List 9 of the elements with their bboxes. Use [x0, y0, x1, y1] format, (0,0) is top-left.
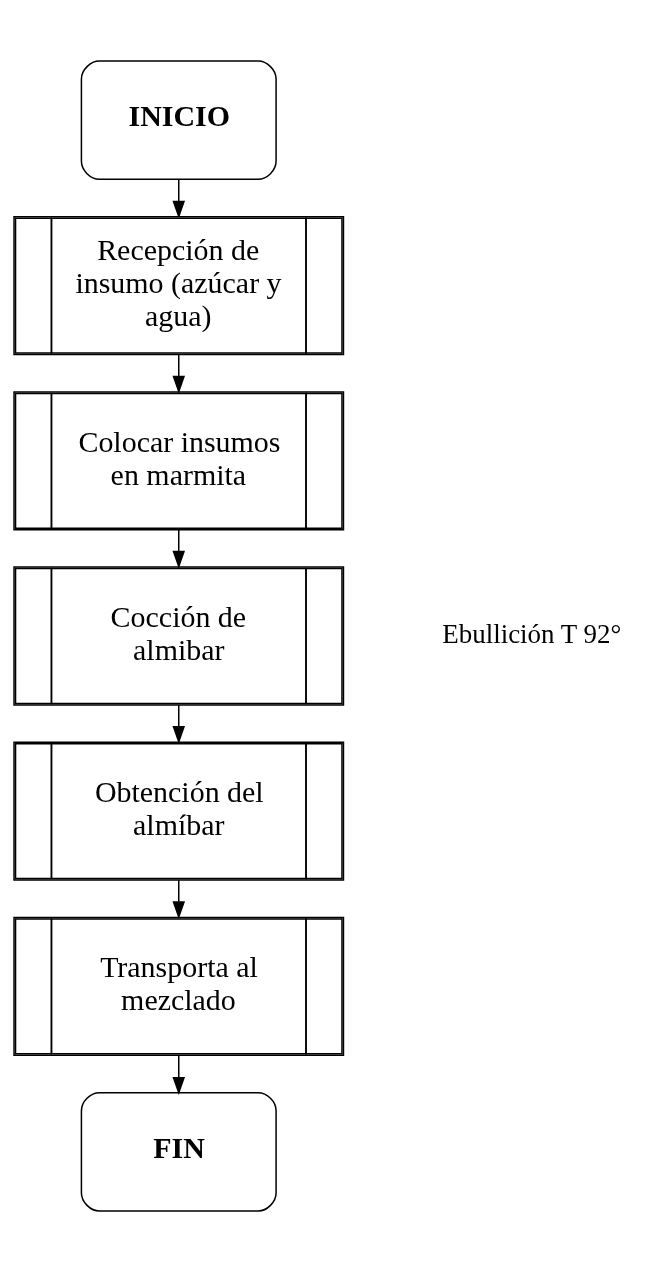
node-box: FIN [80, 1091, 277, 1212]
arrow [172, 879, 186, 919]
arrow [172, 703, 186, 744]
node-box: INICIO [80, 59, 277, 180]
arrow [172, 353, 186, 394]
node-label: Ebullición T 92° [442, 618, 622, 649]
arrow [172, 1054, 186, 1095]
arrow [172, 178, 186, 219]
arrow [172, 528, 186, 569]
